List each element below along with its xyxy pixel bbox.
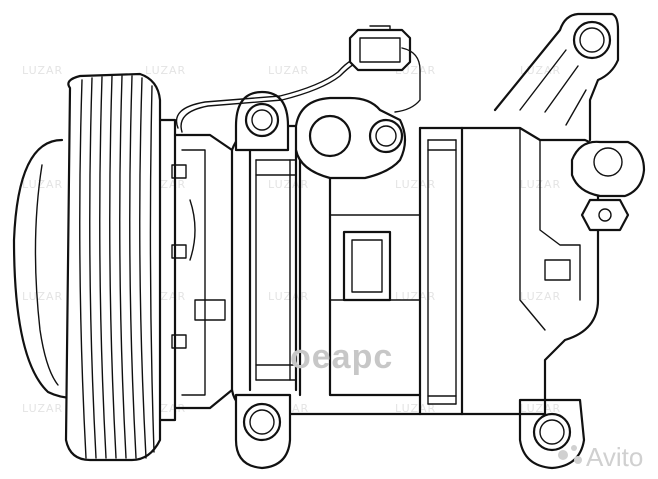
mount-bracket-top xyxy=(493,12,620,142)
front-housing xyxy=(171,133,234,410)
port-hole-left xyxy=(308,114,352,158)
brand-watermark: LUZAR xyxy=(520,402,561,415)
pulley xyxy=(12,72,177,462)
top-fittings xyxy=(234,90,407,180)
body-boss xyxy=(342,230,392,302)
electrical-connector xyxy=(175,25,421,133)
brand-watermark: LUZAR xyxy=(22,64,63,77)
brand-watermark: LUZAR xyxy=(268,178,309,191)
brand-watermark: LUZAR xyxy=(395,178,436,191)
corner-watermark: Avito xyxy=(558,442,643,472)
port-hole-right xyxy=(368,118,404,154)
overlay-watermark: oeapc xyxy=(290,338,393,376)
clutch-face xyxy=(12,138,76,400)
connector-wire xyxy=(175,59,353,129)
brand-watermark: LUZAR xyxy=(395,290,436,303)
brand-watermark: LUZAR xyxy=(22,402,63,415)
brand-watermark: LUZAR xyxy=(145,64,186,77)
brand-watermark: LUZAR xyxy=(268,64,309,77)
corner-watermark-text: Avito xyxy=(586,442,643,472)
connector-plug xyxy=(348,28,412,72)
mount-lug-bottom-right xyxy=(518,398,586,470)
clutch-face-inner xyxy=(34,164,59,386)
mount-hole-top xyxy=(572,20,612,60)
brand-watermark: LUZAR xyxy=(22,178,63,191)
mount-lug-top-left xyxy=(234,90,290,152)
mount-lug-bottom-left xyxy=(234,393,292,470)
mount-hole-bottom-left xyxy=(242,402,282,442)
port-hex-nut xyxy=(580,198,630,232)
pulley-hub xyxy=(158,118,177,422)
mount-hole-top-left xyxy=(244,102,280,138)
service-port xyxy=(570,140,646,198)
brand-watermark: LUZAR xyxy=(395,402,436,415)
cylinder-body xyxy=(230,124,464,416)
rear-head xyxy=(460,12,646,470)
brand-watermark: LUZAR xyxy=(268,290,309,303)
mount-hole-bottom-right xyxy=(532,412,572,452)
belt-grooves xyxy=(79,75,155,459)
brand-watermark: LUZAR xyxy=(520,290,561,303)
brand-watermark: LUZAR xyxy=(22,290,63,303)
